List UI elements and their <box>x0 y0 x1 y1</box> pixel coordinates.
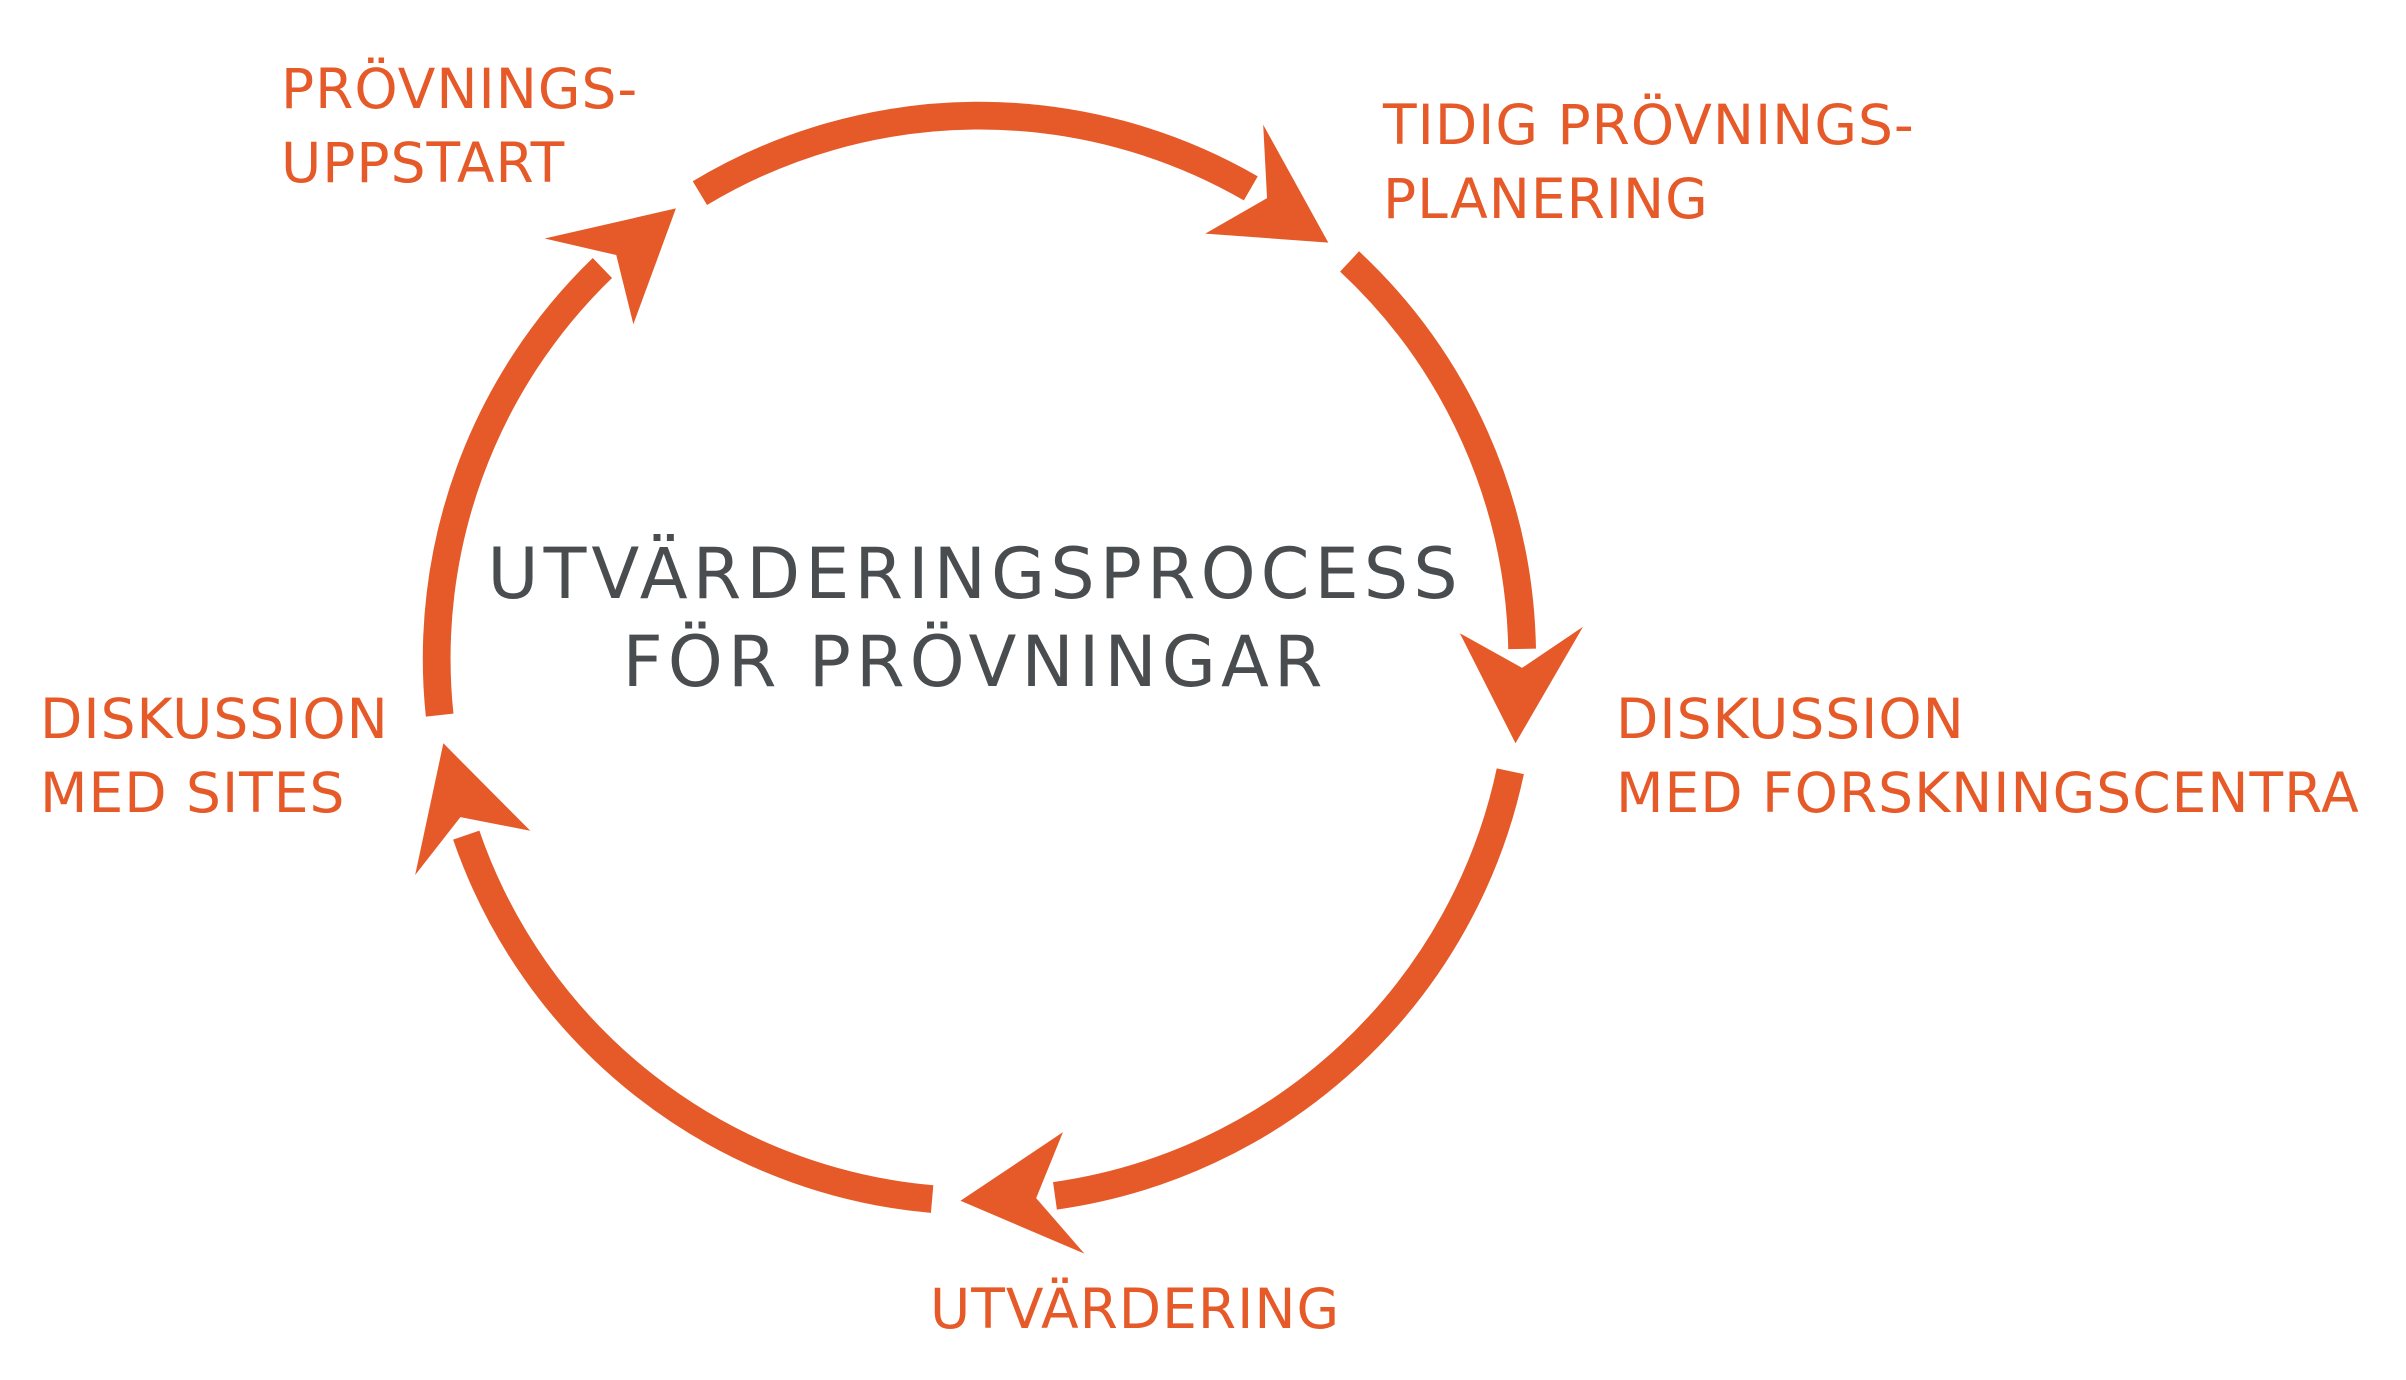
step-discussion-sites: DISKUSSION MED SITES <box>40 682 389 830</box>
cycle-arc <box>1340 251 1536 650</box>
title-line-1: UTVÄRDERINGSPROCESS <box>487 533 1463 615</box>
arrowhead-icon <box>415 743 531 875</box>
arrowhead-icon <box>544 208 676 325</box>
step-label-line: UTVÄRDERING <box>930 1277 1341 1341</box>
cycle-arc <box>1053 768 1524 1210</box>
step-discussion-research-centers: DISKUSSION MED FORSKNINGSCENTRA <box>1616 682 2360 830</box>
step-label-line: MED FORSKNINGSCENTRA <box>1616 761 2360 825</box>
cycle-arc <box>422 257 613 717</box>
title-line-2: FÖR PRÖVNINGAR <box>622 621 1328 703</box>
step-label-line: DISKUSSION <box>1616 687 1965 751</box>
step-trial-start: PRÖVNINGS- UPPSTART <box>281 52 638 200</box>
step-label-line: PLANERING <box>1383 167 1709 231</box>
cycle-arc <box>692 101 1258 206</box>
step-label-line: UPPSTART <box>281 131 566 195</box>
arrowhead-icon <box>960 1132 1085 1254</box>
step-label-line: DISKUSSION <box>40 687 389 751</box>
step-label-line: MED SITES <box>40 761 346 825</box>
step-evaluation: UTVÄRDERING <box>930 1272 1340 1346</box>
arrowhead-icon <box>1205 124 1329 243</box>
arrowhead-icon <box>1459 626 1584 744</box>
step-label-line: TIDIG PRÖVNINGS- <box>1383 93 1915 157</box>
diagram-title: UTVÄRDERINGSPROCESS FÖR PRÖVNINGAR <box>0 530 1950 706</box>
step-early-planning: TIDIG PRÖVNINGS- PLANERING <box>1383 88 1915 236</box>
step-label-line: PRÖVNINGS- <box>281 57 639 121</box>
cycle-arc <box>453 830 934 1213</box>
